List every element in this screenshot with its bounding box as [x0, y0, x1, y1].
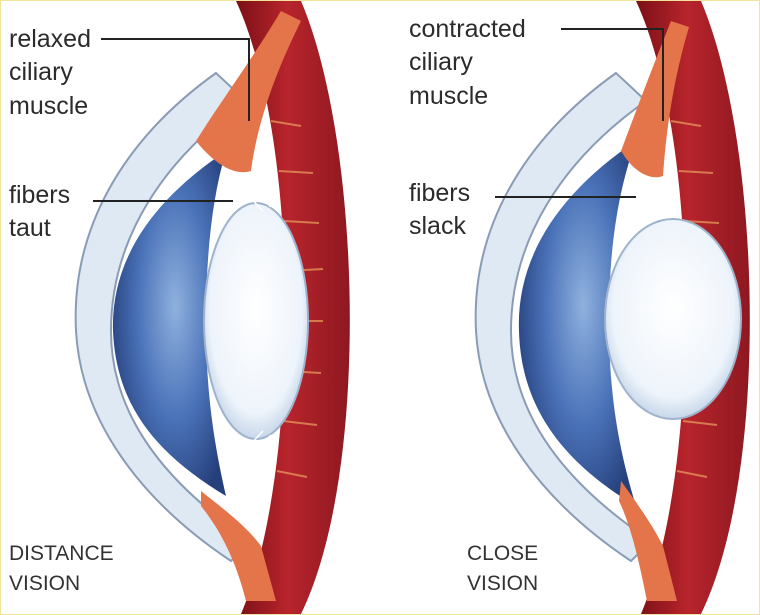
- lens: [204, 203, 308, 439]
- muscle-label-line1: relaxed: [9, 23, 91, 56]
- fibers-label-line2: taut: [9, 212, 70, 245]
- muscle-label-line1: contracted: [409, 13, 526, 46]
- caption-line2: VISION: [467, 569, 538, 599]
- fibers-label-line1: fibers: [409, 177, 470, 210]
- close-vision-caption: CLOSE VISION: [467, 539, 538, 600]
- muscle-label-line2: ciliary: [9, 56, 91, 89]
- distance-vision-caption: DISTANCE VISION: [9, 539, 114, 600]
- muscle-label-line3: muscle: [409, 80, 526, 113]
- lens: [605, 219, 741, 419]
- muscle-label-line2: ciliary: [409, 46, 526, 79]
- muscle-label: contracted ciliary muscle: [409, 13, 526, 113]
- fibers-label: fibers taut: [9, 179, 70, 246]
- caption-line2: VISION: [9, 569, 114, 599]
- muscle-label-line3: muscle: [9, 90, 91, 123]
- fibers-label: fibers slack: [409, 177, 470, 244]
- fibers-label-line2: slack: [409, 210, 470, 243]
- caption-line1: DISTANCE: [9, 539, 114, 569]
- distance-vision-panel: relaxed ciliary muscle fibers taut DISTA…: [1, 1, 381, 614]
- muscle-label: relaxed ciliary muscle: [9, 23, 91, 123]
- caption-line1: CLOSE: [467, 539, 538, 569]
- fibers-label-line1: fibers: [9, 179, 70, 212]
- close-vision-panel: contracted ciliary muscle fibers slack C…: [381, 1, 760, 614]
